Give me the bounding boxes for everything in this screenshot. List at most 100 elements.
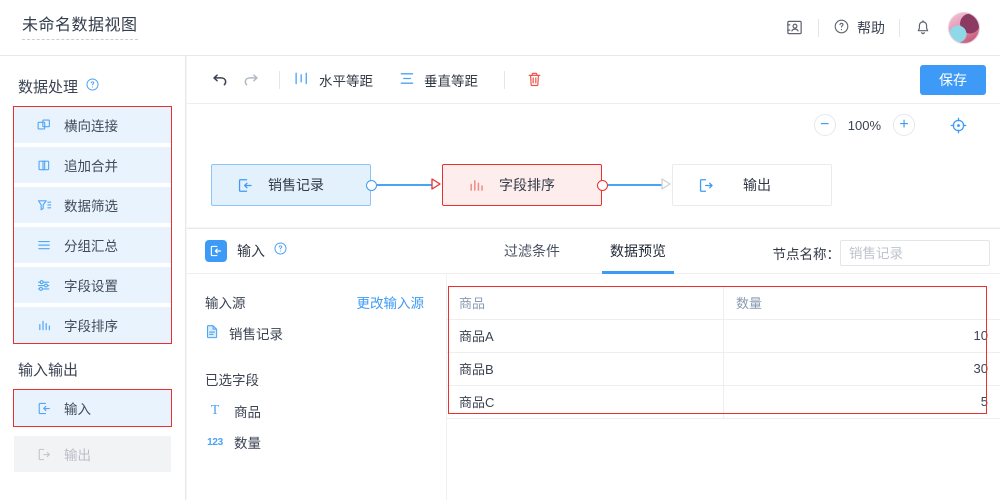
vertical-distribute-label: 垂直等距 <box>424 73 478 89</box>
canvas-toolbar: 水平等距 垂直等距 <box>187 56 1000 104</box>
top-bar: 未命名数据视图 帮助 <box>0 0 1000 56</box>
help-circle-icon[interactable] <box>85 77 100 97</box>
contact-card-icon[interactable] <box>785 18 804 37</box>
input-source-row: 输入源 更改输入源 <box>205 292 424 312</box>
field-item-quantity[interactable]: 123 数量 <box>205 432 424 452</box>
help-circle-icon[interactable] <box>273 241 288 261</box>
sidebar-group-output: 输出 <box>14 436 171 472</box>
flow-port-output-sales-record[interactable] <box>366 180 377 191</box>
input-arrow-icon <box>205 240 227 262</box>
data-preview-table: 商品 数量 商品A 10 商品B 30 <box>447 286 1000 419</box>
divider <box>504 70 505 89</box>
selected-fields-section: 已选字段 T 商品 123 数量 <box>205 369 424 452</box>
zoom-in-button[interactable]: + <box>893 114 915 136</box>
detail-panel-title: 输入 <box>237 243 265 259</box>
table-cell-quantity: 30 <box>723 352 1000 386</box>
table-header-row: 商品 数量 <box>447 286 1000 320</box>
fit-to-screen-icon[interactable] <box>949 116 968 135</box>
avatar[interactable] <box>948 11 980 44</box>
sidebar-item-label: 横向连接 <box>64 119 118 134</box>
flow-node-label: 输出 <box>743 177 771 193</box>
table-column-header-quantity[interactable]: 数量 <box>723 286 1000 320</box>
sidebar-item-label: 输入 <box>64 402 91 417</box>
sidebar-section-data-processing-header: 数据处理 <box>18 76 171 97</box>
flow-node-label: 字段排序 <box>499 177 555 193</box>
flow-node-label: 销售记录 <box>268 177 324 193</box>
input-source-value[interactable]: 销售记录 <box>205 323 424 343</box>
table-header: 商品 数量 <box>447 286 1000 320</box>
sidebar-item-field-sort[interactable]: 字段排序 <box>14 307 171 343</box>
horizontal-distribute-label: 水平等距 <box>319 73 373 89</box>
bell-icon[interactable] <box>914 19 932 37</box>
flow-edge-2 <box>608 184 663 186</box>
trash-icon[interactable] <box>519 65 549 95</box>
table-row: 商品C 5 <box>447 385 1000 419</box>
input-arrow-icon <box>234 177 256 194</box>
page-title[interactable]: 未命名数据视图 <box>22 16 138 40</box>
help-label: 帮助 <box>857 19 885 36</box>
field-item-product[interactable]: T 商品 <box>205 401 424 421</box>
sidebar-item-output: 输出 <box>14 436 171 472</box>
sidebar-group-input: 输入 <box>13 389 172 427</box>
node-name-input[interactable] <box>840 240 990 266</box>
save-button[interactable]: 保存 <box>920 64 986 95</box>
text-type-icon: T <box>210 403 220 418</box>
sidebar-item-label: 字段设置 <box>64 279 118 294</box>
field-settings-icon <box>36 277 53 294</box>
sidebar-item-append-merge[interactable]: 追加合并 <box>14 147 171 183</box>
sidebar-item-label: 追加合并 <box>64 159 118 174</box>
sidebar-group-data-processing: 横向连接 追加合并 数据筛选 <box>13 106 172 344</box>
flow-node-output[interactable]: 输出 <box>672 164 832 206</box>
join-horizontal-icon <box>36 117 53 134</box>
divider <box>899 18 900 37</box>
sidebar-item-label: 输出 <box>64 448 91 463</box>
horizontal-distribute-button[interactable]: 水平等距 <box>294 70 373 90</box>
canvas-area: 水平等距 垂直等距 <box>187 56 1000 227</box>
detail-panel-tabs: 过滤条件 数据预览 <box>496 229 708 274</box>
sidebar-item-filter[interactable]: 数据筛选 <box>14 187 171 223</box>
detail-panel: 输入 过滤条件 数据预览 节点名称： 输入源 更改 <box>187 228 1000 500</box>
table-row: 商品B 30 <box>447 352 1000 386</box>
flow-port-output-field-sort[interactable] <box>597 180 608 191</box>
table-cell-quantity: 10 <box>723 319 1000 353</box>
vertical-distribute-button[interactable]: 垂直等距 <box>399 70 478 90</box>
config-pane: 输入源 更改输入源 销售记录 已选字段 <box>187 274 447 500</box>
sidebar-item-input[interactable]: 输入 <box>14 390 171 426</box>
input-arrow-icon <box>36 400 53 417</box>
flow-canvas[interactable]: 销售记录 字段排序 <box>187 146 1000 224</box>
node-name-field-group: 节点名称： <box>773 240 990 266</box>
change-input-source-link[interactable]: 更改输入源 <box>356 296 425 311</box>
top-bar-actions: 帮助 <box>785 11 980 44</box>
flow-node-sales-record[interactable]: 销售记录 <box>211 164 371 206</box>
sidebar-item-join-horizontal[interactable]: 横向连接 <box>14 107 171 143</box>
help-button[interactable]: 帮助 <box>833 18 885 38</box>
input-source-name: 销售记录 <box>229 327 283 342</box>
flow-edge-1 <box>377 184 432 186</box>
help-circle-icon <box>833 18 850 38</box>
undo-icon[interactable] <box>205 65 235 95</box>
field-name: 商品 <box>234 405 261 420</box>
tab-filter-conditions[interactable]: 过滤条件 <box>504 242 560 259</box>
table-body: 商品A 10 商品B 30 商品C 5 <box>447 319 1000 419</box>
divider <box>818 18 819 37</box>
group-summary-icon <box>36 237 53 254</box>
input-source-label: 输入源 <box>205 296 246 311</box>
sidebar-item-group-summary[interactable]: 分组汇总 <box>14 227 171 263</box>
divider <box>279 70 280 89</box>
flow-node-field-sort[interactable]: 字段排序 <box>442 164 602 206</box>
selected-fields-label: 已选字段 <box>205 373 259 388</box>
detail-panel-header: 输入 过滤条件 数据预览 节点名称： <box>187 229 1000 274</box>
sidebar-section-title-io: 输入输出 <box>18 362 79 379</box>
data-preview-pane: 商品 数量 商品A 10 商品B 30 <box>447 274 1000 500</box>
redo-icon[interactable] <box>235 65 265 95</box>
table-cell-product: 商品B <box>447 352 724 386</box>
sidebar: 数据处理 横向连接 <box>0 56 186 500</box>
zoom-out-button[interactable]: − <box>813 114 836 136</box>
append-merge-icon <box>36 157 53 174</box>
table-row: 商品A 10 <box>447 319 1000 353</box>
sidebar-item-field-settings[interactable]: 字段设置 <box>14 267 171 303</box>
tab-data-preview[interactable]: 数据预览 <box>602 241 674 274</box>
table-column-header-product[interactable]: 商品 <box>447 286 724 320</box>
vertical-distribute-icon <box>399 71 416 89</box>
